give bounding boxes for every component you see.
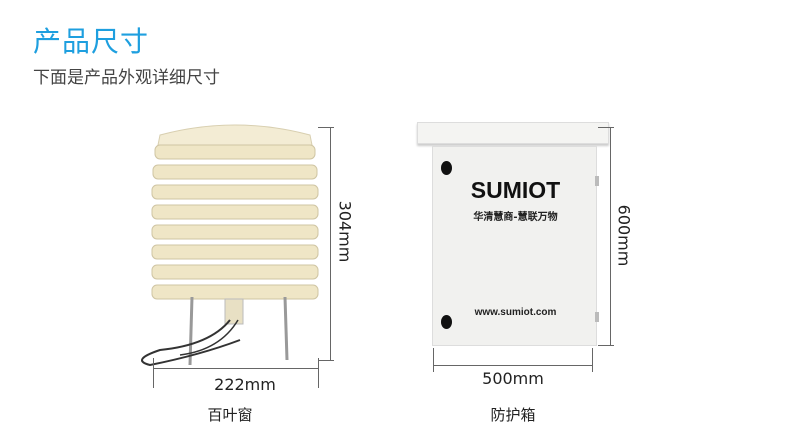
box-roof <box>417 122 609 144</box>
height-dimension-line <box>610 127 611 345</box>
dimension-tick <box>598 127 614 128</box>
hinge <box>595 176 599 186</box>
protective-box-image: SUMIOT 华清慧商-慧联万物 www.sumiot.com <box>432 146 597 346</box>
box-width-label: 500mm <box>482 369 544 388</box>
dimension-tick <box>318 127 334 128</box>
dimension-tick <box>318 360 334 361</box>
lock-icon <box>441 315 452 329</box>
lock-icon <box>441 161 452 175</box>
dimension-tick <box>318 358 319 388</box>
louver-shield-image <box>141 124 319 367</box>
dimension-tick <box>153 358 154 388</box>
hinge <box>595 312 599 322</box>
shield-width-label: 222mm <box>214 375 276 394</box>
page-subtitle: 下面是产品外观详细尺寸 <box>33 68 220 88</box>
dimension-tick <box>598 345 614 346</box>
width-dimension-line <box>433 365 593 366</box>
box-url: www.sumiot.com <box>474 307 557 318</box>
box-brand: SUMIOT <box>470 177 561 203</box>
page-title: 产品尺寸 <box>33 25 150 58</box>
height-dimension-line <box>330 127 331 360</box>
dimension-tick <box>592 348 593 372</box>
dimension-tick <box>433 348 434 372</box>
box-height-label: 600mm <box>614 204 634 267</box>
shield-caption: 百叶窗 <box>207 406 253 424</box>
width-dimension-line <box>153 368 319 369</box>
box-slogan: 华清慧商-慧联万物 <box>473 212 558 223</box>
box-caption: 防护箱 <box>490 406 536 424</box>
shield-height-label: 304mm <box>335 200 355 263</box>
